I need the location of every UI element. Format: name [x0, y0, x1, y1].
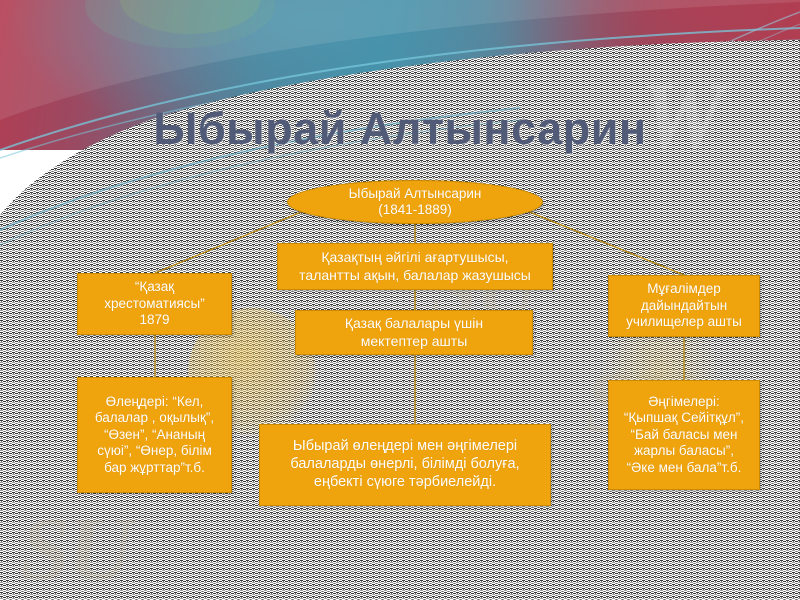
diagram-node-center-3-label: Ыбырай өлеңдері мен әңгімелері балаларды… [290, 438, 520, 490]
diagram-node-center-2-label: Қазақ балалары үшін мектептер ашты [344, 315, 484, 349]
diagram-node-left-2[interactable]: Өлеңдері: “Кел, балалар , оқылық”, “Өзен… [77, 377, 232, 493]
diagram-node-right-2-label: Әңгімелері: “Қыпшақ Сейітқұл”, “Бай бала… [623, 393, 745, 475]
diagram-node-center-2[interactable]: Қазақ балалары үшін мектептер ашты [295, 310, 533, 355]
diagram-node-right-1[interactable]: Мұғалімдер дайындайтын училищелер ашты [608, 275, 760, 337]
diagram-node-root[interactable]: Ыбырай Алтынсарин (1841-1889) [287, 180, 543, 224]
page-title: Ыбырай Алтынсарин [153, 103, 647, 154]
diagram-node-center-1[interactable]: Қазақтың әйгілі ағартушысы, талантты ақы… [277, 243, 553, 290]
diagram-node-center-1-label: Қазақтың әйгілі ағартушысы, талантты ақы… [299, 249, 531, 283]
header-swoosh-decoration [0, 0, 800, 170]
diagram-node-center-3[interactable]: Ыбырай өлеңдері мен әңгімелері балаларды… [259, 424, 551, 506]
diagram-node-left-1[interactable]: “Қазақ хрестоматиясы” 1879 [77, 273, 232, 335]
diagram-node-right-2[interactable]: Әңгімелері: “Қыпшақ Сейітқұл”, “Бай бала… [608, 380, 760, 490]
diagram-node-right-1-label: Мұғалімдер дайындайтын училищелер ашты [626, 281, 742, 330]
diagram-node-left-2-label: Өлеңдері: “Кел, балалар , оқылық”, “Өзен… [94, 393, 215, 475]
diagram-node-root-label: Ыбырай Алтынсарин (1841-1889) [348, 185, 482, 217]
diagram-node-left-1-label: “Қазақ хрестоматиясы” 1879 [104, 279, 205, 328]
